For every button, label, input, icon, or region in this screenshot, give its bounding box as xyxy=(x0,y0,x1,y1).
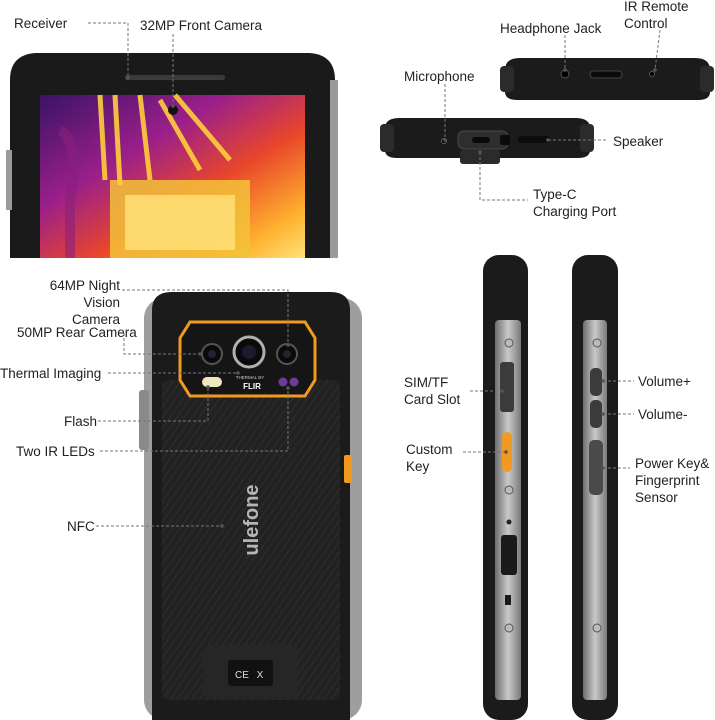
weee-mark: X xyxy=(257,670,264,681)
label-volume-down: Volume- xyxy=(638,407,688,422)
leader-dots xyxy=(126,68,657,528)
phone-back-view xyxy=(139,292,362,720)
flir-badge-name: FLIR xyxy=(243,382,261,391)
label-microphone: Microphone xyxy=(404,69,475,84)
phone-right-side-view xyxy=(572,255,618,720)
label-ir-leds: Two IR LEDs xyxy=(16,444,95,459)
volume-up-button xyxy=(590,368,602,396)
power-key-button xyxy=(589,440,603,495)
label-nfc: NFC xyxy=(67,519,95,534)
volume-down-button xyxy=(590,400,602,428)
flir-badge-top: THERMAL BY xyxy=(236,375,265,380)
phone-top-edge-view xyxy=(500,58,714,100)
phone-bottom-edge-view xyxy=(380,118,594,164)
leader-lines xyxy=(88,22,661,527)
label-thermal: Thermal Imaging xyxy=(0,366,102,381)
phone-left-side-view xyxy=(483,255,528,720)
custom-key-side xyxy=(344,455,352,483)
label-receiver: Receiver xyxy=(14,16,68,31)
phone-front-view xyxy=(6,53,338,258)
front-camera-lens xyxy=(168,105,178,115)
label-speaker: Speaker xyxy=(613,134,664,149)
label-headphone-jack: Headphone Jack xyxy=(500,21,602,36)
brand-logo: ulefone xyxy=(241,484,263,555)
label-rear-camera: 50MP Rear Camera xyxy=(17,325,137,340)
label-front-camera: 32MP Front Camera xyxy=(140,18,263,33)
label-flash: Flash xyxy=(64,414,98,429)
ce-mark: CE xyxy=(235,670,249,681)
sim-tray xyxy=(500,362,514,412)
label-volume-up: Volume+ xyxy=(638,374,691,389)
receiver-grille xyxy=(125,75,225,80)
